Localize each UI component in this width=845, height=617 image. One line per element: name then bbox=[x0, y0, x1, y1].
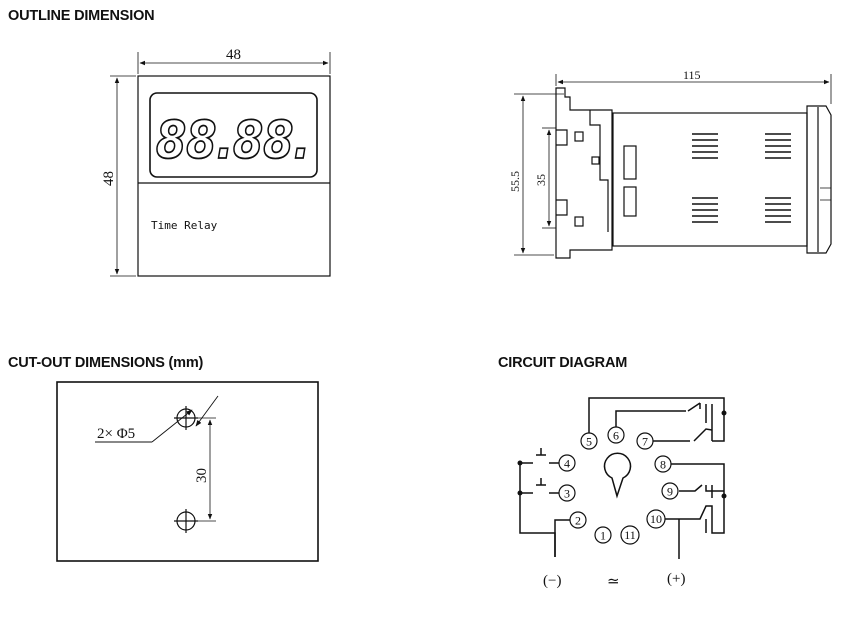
display-bezel bbox=[149, 92, 318, 178]
negative-terminal-label: (−) bbox=[543, 573, 561, 589]
side-inner-height-label: 35 bbox=[534, 174, 548, 186]
front-panel-outline bbox=[137, 75, 331, 277]
pin-label: 11 bbox=[624, 528, 636, 542]
pin-label: 9 bbox=[667, 485, 673, 499]
terminal-pin: 8 bbox=[654, 455, 672, 473]
terminal-pin: 11 bbox=[620, 525, 640, 545]
circuit-diagram-heading: CIRCUIT DIAGRAM bbox=[498, 355, 628, 371]
terminal-pin: 7 bbox=[636, 432, 654, 450]
pin-label: 4 bbox=[564, 457, 570, 471]
circuit-wiring bbox=[519, 397, 725, 559]
mounting-hole-top bbox=[174, 406, 198, 430]
terminal-pin: 6 bbox=[607, 426, 625, 444]
outline-dimension-heading: OUTLINE DIMENSION bbox=[8, 8, 155, 24]
front-height-label: 48 bbox=[101, 171, 117, 186]
pin-label: 6 bbox=[613, 429, 619, 443]
pin-label: 7 bbox=[642, 435, 648, 449]
pin-label: 10 bbox=[650, 512, 662, 526]
seven-segment-display: 88.88. bbox=[156, 111, 310, 171]
front-width-label: 48 bbox=[226, 47, 241, 63]
terminal-pins: 1 2 3 4 5 6 7 8 9 10 11 bbox=[558, 426, 679, 545]
terminal-pin: 2 bbox=[569, 511, 587, 529]
terminal-pin: 5 bbox=[580, 432, 598, 450]
pin-label: 1 bbox=[600, 529, 606, 543]
terminal-pin: 10 bbox=[646, 509, 666, 529]
side-view bbox=[514, 74, 832, 259]
terminal-pin: 4 bbox=[558, 454, 576, 472]
relay-body bbox=[612, 112, 808, 247]
circuit-junctions bbox=[517, 410, 727, 499]
cutout-dimensions-heading: CUT-OUT DIMENSIONS (mm) bbox=[8, 355, 204, 371]
positive-terminal-label: (+) bbox=[667, 571, 685, 587]
front-view bbox=[110, 52, 331, 277]
terminal-pin: 1 bbox=[594, 526, 612, 544]
vent-slots bbox=[692, 133, 791, 223]
side-outer-height-label: 55.5 bbox=[508, 171, 522, 192]
side-length-label: 115 bbox=[683, 68, 701, 82]
hole-size-label: 2× Φ5 bbox=[97, 426, 135, 442]
cutout-panel bbox=[56, 381, 319, 562]
pin-label: 8 bbox=[660, 458, 666, 472]
terminal-pin: 9 bbox=[661, 482, 679, 500]
product-label: Time Relay bbox=[151, 219, 218, 232]
pin-label: 3 bbox=[564, 487, 570, 501]
pin-label: 2 bbox=[575, 514, 581, 528]
terminal-pin: 3 bbox=[558, 484, 576, 502]
pin-label: 5 bbox=[586, 435, 592, 449]
mounting-hole-bottom bbox=[174, 509, 198, 533]
hole-spacing-label: 30 bbox=[194, 468, 210, 483]
cutout-drawing bbox=[56, 381, 319, 562]
ac-symbol-label: ≃ bbox=[607, 574, 620, 590]
